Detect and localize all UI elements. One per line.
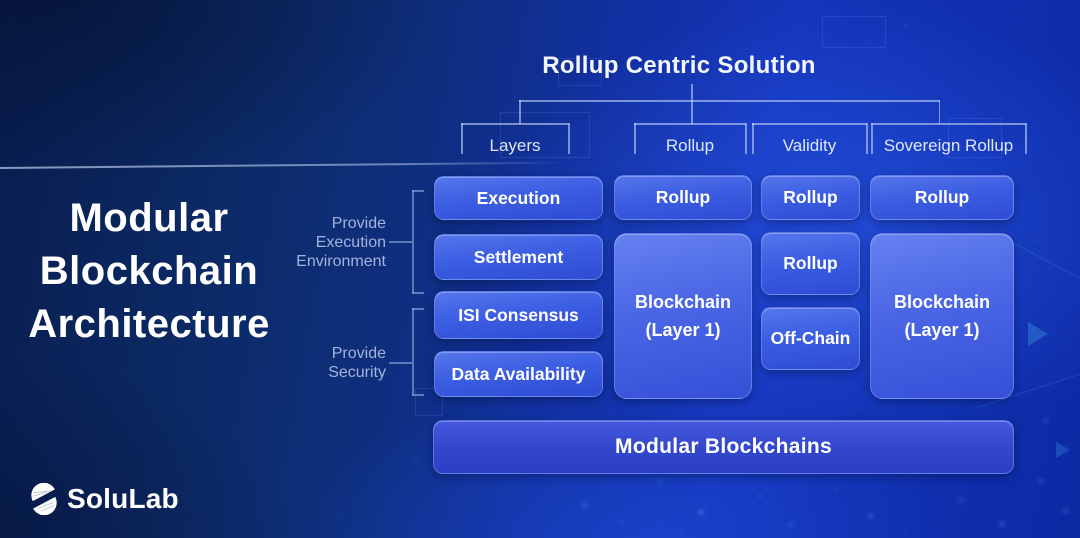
circuit-square-decoration — [822, 16, 886, 48]
box-rollup: Rollup — [614, 175, 752, 220]
connector-drop-left — [519, 100, 521, 124]
side-bracket-execution — [412, 190, 414, 293]
side-bracket-security-tick — [412, 394, 424, 396]
bracket-layers — [461, 123, 569, 125]
group-label-layers: Layers — [489, 136, 541, 155]
side-bracket-security-dash — [389, 362, 412, 364]
solulab-icon — [31, 483, 57, 515]
headline-line: Modular — [69, 196, 229, 240]
modular-blockchains-bar: Modular Blockchains — [433, 420, 1014, 474]
poster-headline: Modular Blockchain Architecture — [8, 192, 290, 351]
box-off-chain: Off-Chain — [761, 307, 860, 370]
box-isi-consensus: ISI Consensus — [434, 291, 603, 339]
bracket-validity — [752, 123, 867, 125]
box-rollup: Rollup — [761, 232, 860, 295]
box-label-line: Blockchain — [634, 292, 732, 312]
group-label-validity: Validity — [782, 136, 837, 155]
connector-title-stem — [691, 84, 693, 124]
headline-line: Architecture — [28, 302, 270, 346]
side-label-line: Provide — [331, 215, 386, 232]
diagram-title: Rollup Centric Solution — [542, 52, 816, 79]
bracket-validity-tick — [866, 123, 868, 154]
box-rollup: Rollup — [761, 175, 860, 220]
side-bracket-execution-tick — [412, 292, 424, 294]
bracket-sovereign — [871, 123, 1026, 125]
circuit-square-decoration — [948, 118, 1002, 158]
circuit-square-decoration — [558, 58, 602, 86]
bracket-validity-tick — [752, 123, 754, 154]
bracket-rollup — [634, 123, 746, 125]
side-bracket-security — [412, 308, 414, 395]
connector-main-line — [519, 100, 940, 102]
side-label-security: Provide Security — [258, 344, 386, 382]
side-bracket-execution-tick — [412, 190, 424, 192]
side-label-line: Security — [328, 364, 386, 381]
box-label-line: (Layer 1) — [645, 320, 721, 340]
side-label-execution-environment: Provide Execution Environment — [258, 214, 386, 271]
connector-drop-right — [938, 100, 940, 124]
side-label-line: Execution — [315, 234, 386, 251]
box-blockchain-layer1: Blockchain (Layer 1) — [870, 233, 1014, 399]
box-label-line: Blockchain — [893, 292, 991, 312]
box-settlement: Settlement — [434, 234, 603, 280]
brand-logo: SoluLab — [28, 483, 179, 515]
box-rollup: Rollup — [870, 175, 1014, 220]
triangle-decoration — [1056, 442, 1070, 458]
headline-line: Blockchain — [39, 249, 259, 293]
side-label-line: Provide — [331, 345, 386, 362]
circuit-square-decoration — [415, 388, 443, 416]
side-bracket-execution-dash — [389, 241, 412, 243]
box-data-availability: Data Availability — [434, 351, 603, 397]
circuit-square-decoration — [500, 112, 590, 158]
bracket-layers-tick — [568, 123, 570, 154]
bracket-sovereign-tick — [871, 123, 873, 154]
bracket-rollup-tick — [634, 123, 636, 154]
brand-name: SoluLab — [67, 483, 179, 514]
bracket-rollup-tick — [745, 123, 747, 154]
box-blockchain-layer1: Blockchain (Layer 1) — [614, 233, 752, 399]
bracket-sovereign-tick — [1025, 123, 1027, 154]
side-label-line: Environment — [296, 253, 386, 270]
triangle-decoration — [1028, 322, 1048, 346]
side-bracket-security-tick — [412, 308, 424, 310]
group-label-sovereign: Sovereign Rollup — [883, 136, 1014, 155]
box-label-line: (Layer 1) — [904, 320, 980, 340]
box-execution: Execution — [434, 176, 603, 220]
bracket-layers-tick — [461, 123, 463, 154]
group-label-rollup: Rollup — [665, 136, 715, 155]
